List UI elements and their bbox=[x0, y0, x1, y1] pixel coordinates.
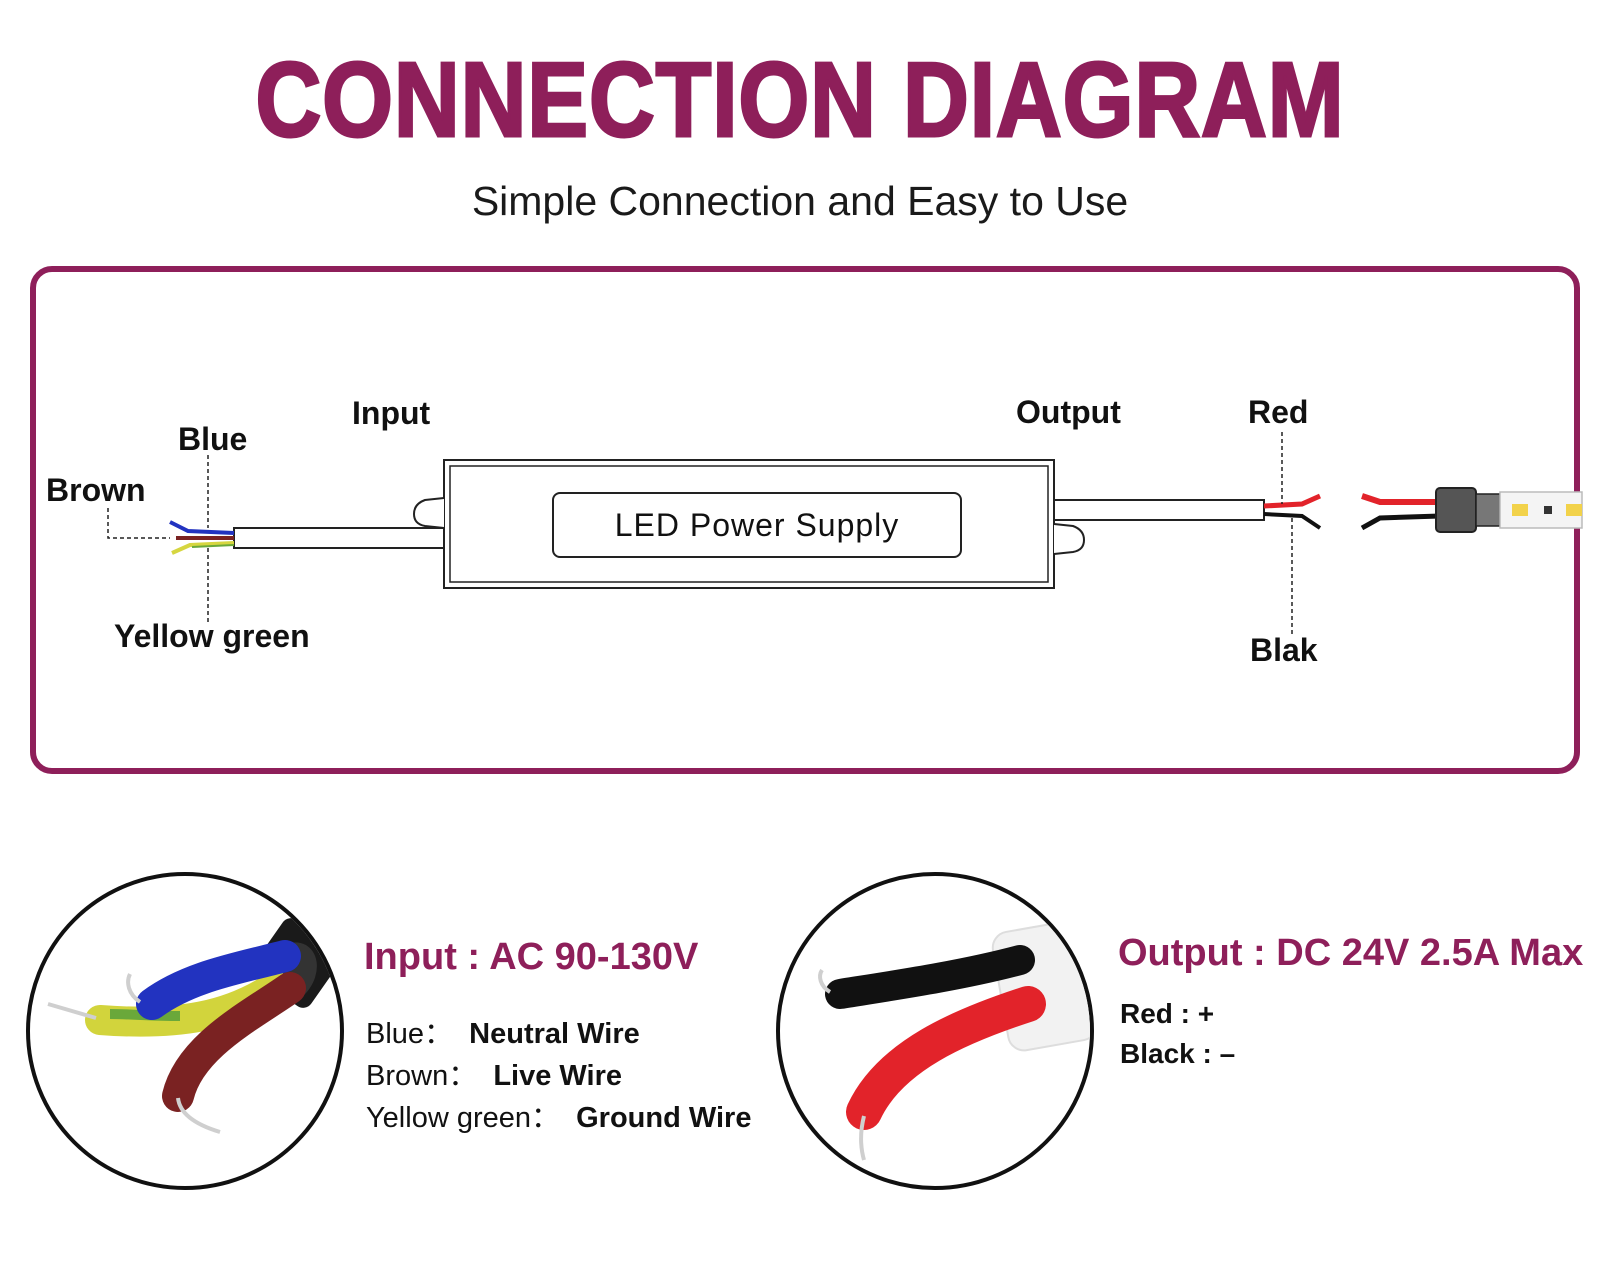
blue-wire bbox=[169, 520, 235, 535]
strip-connector bbox=[1435, 487, 1477, 533]
input-spec-row: Blue： Neutral Wire bbox=[366, 1018, 640, 1050]
black-wire-label: Blak bbox=[1250, 632, 1318, 668]
input-spec-heading: Input : AC 90-130V bbox=[364, 936, 699, 978]
strip-red-wire bbox=[1361, 493, 1440, 505]
output-jacket bbox=[991, 920, 1090, 1052]
output-mount-tab bbox=[1053, 523, 1086, 555]
red-wire bbox=[1263, 493, 1322, 509]
yellow-green-wire bbox=[171, 541, 235, 555]
black-wire bbox=[1263, 512, 1322, 530]
output-spec-row-black: Black : – bbox=[1120, 1038, 1236, 1069]
brown-core bbox=[162, 972, 306, 1112]
blue-wire-label: Blue bbox=[178, 421, 248, 457]
black-core bbox=[825, 945, 1035, 1009]
output-spec-heading: Output : DC 24V 2.5A Max bbox=[1118, 932, 1584, 974]
input-cable bbox=[233, 527, 445, 549]
strip-black-wire bbox=[1360, 513, 1441, 531]
input-wires-closeup bbox=[26, 872, 344, 1190]
red-wire-label: Red bbox=[1248, 394, 1309, 430]
brown-leader bbox=[107, 508, 170, 539]
red-core bbox=[846, 986, 1046, 1130]
input-mount-tab bbox=[412, 497, 445, 529]
blue-core bbox=[136, 940, 301, 1020]
input-spec-row: Brown： Live Wire bbox=[366, 1060, 623, 1092]
output-spec-row-red: Red : + bbox=[1120, 998, 1215, 1029]
output-label: Output bbox=[1016, 394, 1121, 430]
page-title: CONNECTION DIAGRAM bbox=[254, 40, 1345, 161]
page-subtitle: Simple Connection and Easy to Use bbox=[471, 178, 1129, 224]
brown-wire-label: Brown bbox=[46, 472, 146, 508]
output-cable bbox=[1053, 499, 1265, 521]
yellow-green-wire-label: Yellow green bbox=[114, 618, 310, 654]
psu-label: LED Power Supply bbox=[552, 492, 962, 558]
input-spec-row: Yellow green： Ground Wire bbox=[366, 1102, 752, 1134]
output-wires-closeup bbox=[776, 872, 1094, 1190]
input-label: Input bbox=[352, 395, 431, 431]
